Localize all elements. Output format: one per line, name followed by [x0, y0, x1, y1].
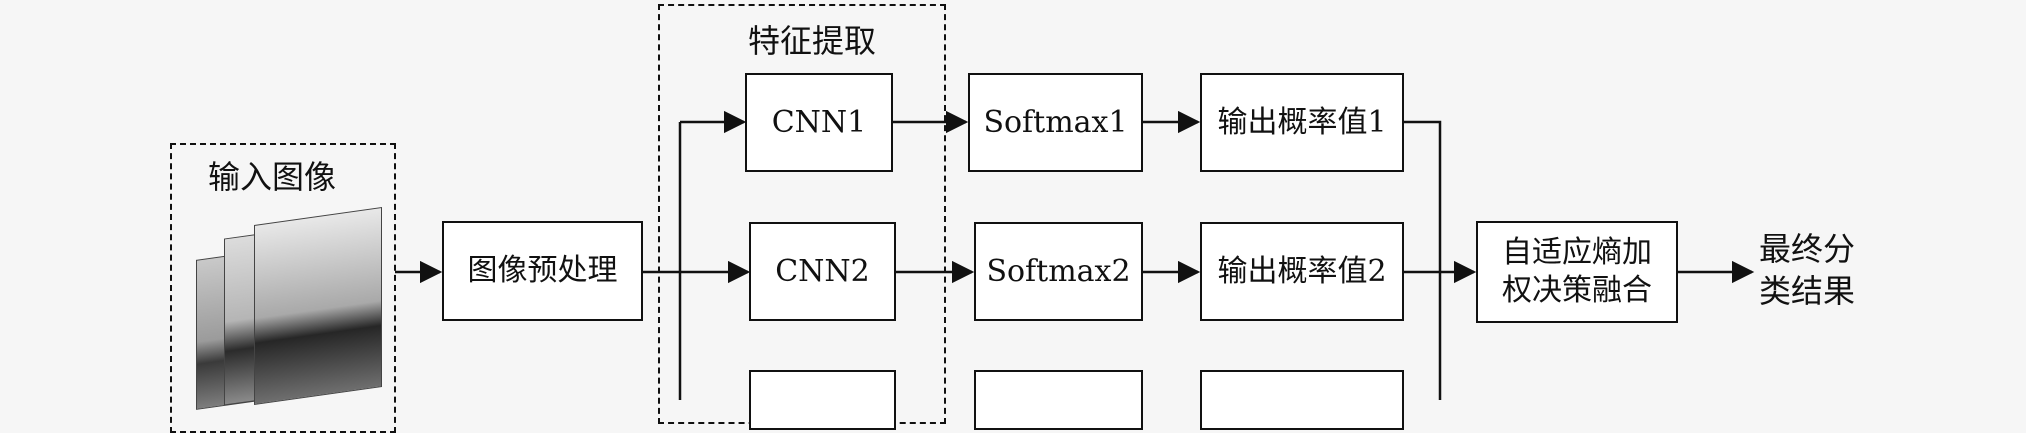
feature-extraction-group	[658, 4, 946, 424]
input-image-title: 输入图像	[208, 158, 337, 196]
prob1-box: 输出概率值1	[1200, 73, 1404, 172]
preprocess-box: 图像预处理	[442, 221, 643, 321]
feature-extraction-title: 特征提取	[748, 22, 877, 60]
softmax3-box	[974, 370, 1143, 430]
fusion-box: 自适应熵加 权决策融合	[1476, 221, 1678, 323]
fusion-line1: 自适应熵加	[1502, 235, 1652, 270]
cnn2-box: CNN2	[749, 222, 896, 321]
line-prob1-merge	[1404, 120, 1442, 400]
softmax1-box: Softmax1	[968, 73, 1143, 172]
cnn3-box	[749, 370, 896, 430]
input-image-stack	[190, 190, 382, 410]
softmax2-box: Softmax2	[974, 222, 1143, 321]
fusion-line2: 权决策融合	[1502, 273, 1652, 308]
result-line2: 类结果	[1758, 272, 1855, 310]
final-result: 最终分 类结果	[1752, 228, 1862, 312]
cnn1-box: CNN1	[745, 73, 893, 172]
prob3-box	[1200, 370, 1404, 430]
ship-photo-front	[254, 207, 382, 405]
result-line1: 最终分	[1758, 230, 1855, 268]
connector-layer	[395, 110, 1755, 400]
prob2-box: 输出概率值2	[1200, 222, 1404, 321]
